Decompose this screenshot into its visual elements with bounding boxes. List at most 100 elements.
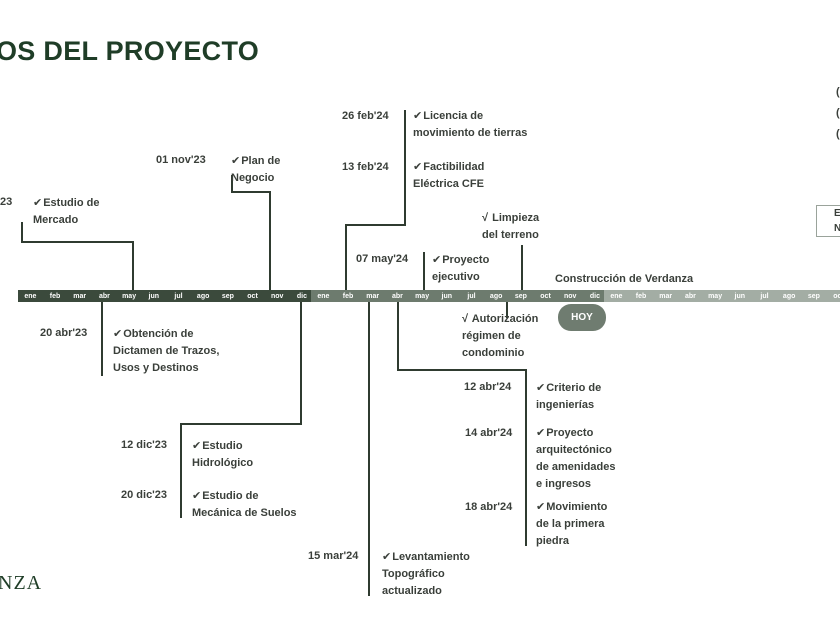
connector-mercado xyxy=(21,222,134,291)
milestone-date: 13 feb'24 xyxy=(342,161,389,173)
milestone-text: Limpieza del terreno xyxy=(482,212,540,241)
milestone-limpieza: √ Limpieza del terreno xyxy=(482,210,539,244)
month-label: jun xyxy=(148,292,160,300)
milestone-topografico: ✔Levantamiento Topográfico actualizado xyxy=(382,549,470,600)
check-icon: ✔ xyxy=(192,440,202,452)
month-label: jun xyxy=(734,292,746,300)
milestone-date: 01 nov'23 xyxy=(156,154,206,166)
month-label: oct xyxy=(540,292,551,300)
milestone-autorizacion: √ Autorización régimen de condominio xyxy=(462,311,538,362)
month-label: abr xyxy=(98,292,110,300)
month-label: may xyxy=(708,292,723,300)
milestone-text: Estudio Hidrológico xyxy=(192,440,254,469)
month-label: ene xyxy=(610,292,623,300)
month-label: abr xyxy=(391,292,403,300)
check-icon: ✔ xyxy=(432,254,442,266)
month-label: mar xyxy=(659,292,673,300)
check-icon: ✔ xyxy=(536,382,546,394)
check-icon: ✔ xyxy=(382,551,392,563)
month-label: mar xyxy=(366,292,380,300)
check-icon: ✔ xyxy=(413,161,423,173)
check-icon: ✔ xyxy=(536,501,546,513)
connector-plan xyxy=(231,175,271,291)
month-label: feb xyxy=(49,292,61,300)
phase-label: Construcción de Verdanza xyxy=(555,273,694,285)
connector-hidrologico xyxy=(180,302,302,518)
check-icon: ✔ xyxy=(113,328,123,340)
connector-licencia xyxy=(345,110,406,291)
milestone-piedra: ✔Movimiento de la primera piedra xyxy=(536,499,607,550)
month-label: nov xyxy=(563,292,577,300)
month-label: ene xyxy=(24,292,37,300)
month-label: oct xyxy=(247,292,258,300)
milestone-date: 14 abr'24 xyxy=(465,427,513,439)
month-label: ago xyxy=(489,292,503,300)
legend-box-line: E xyxy=(834,208,840,219)
milestone-text: Criterio de ingenierías xyxy=(536,382,602,411)
milestone-date: 12 dic'23 xyxy=(121,439,168,451)
check-icon: ✔ xyxy=(231,155,241,167)
cropped-char: ( xyxy=(836,107,840,119)
month-label: dic xyxy=(296,292,307,300)
cropped-char: ( xyxy=(836,128,840,140)
month-label: feb xyxy=(342,292,354,300)
right-cropped-text: ( ( ( xyxy=(836,82,840,145)
milestone-criterio: ✔Criterio de ingenierías xyxy=(536,380,601,414)
milestone-date: 12 abr'24 xyxy=(464,381,512,393)
milestone-dictamen: ✔Obtención de Dictamen de Trazos, Usos y… xyxy=(113,326,219,377)
month-label: ago xyxy=(782,292,796,300)
milestone-date: 26 feb'24 xyxy=(342,110,389,122)
month-label: feb xyxy=(635,292,647,300)
legend-box-cropped: E N xyxy=(816,205,840,237)
timeline-year-2025: ene feb mar abr may jun jul ago sep oct xyxy=(604,290,840,302)
month-label: abr xyxy=(684,292,696,300)
check-icon: ✔ xyxy=(33,197,43,209)
milestone-text: Plan de Negocio xyxy=(231,155,281,184)
month-label: ago xyxy=(196,292,210,300)
month-label: jul xyxy=(467,292,476,300)
milestone-text: Estudio de Mecánica de Suelos xyxy=(192,490,297,519)
check-icon: √ xyxy=(462,313,469,325)
month-label: nov xyxy=(270,292,284,300)
milestone-date: 18 abr'24 xyxy=(465,501,513,513)
milestone-hidrologico: ✔Estudio Hidrológico xyxy=(192,438,253,472)
legend-box-line: N xyxy=(834,223,840,234)
milestone-date: 20 dic'23 xyxy=(121,489,168,501)
month-label: may xyxy=(415,292,430,300)
milestone-text: Levantamiento Topográfico actualizado xyxy=(382,551,470,597)
milestone-text: Autorización régimen de condominio xyxy=(462,313,539,359)
milestone-date: 20 abr'23 xyxy=(40,327,88,339)
milestone-date: 23 xyxy=(0,196,13,208)
month-label: ene xyxy=(317,292,330,300)
month-label: oct xyxy=(833,292,840,300)
milestone-arquitectonico: ✔Proyecto arquitectónico de amenidades e… xyxy=(536,425,615,493)
brand-logo-text: NZA xyxy=(0,572,43,594)
check-icon: ✔ xyxy=(536,427,546,439)
connector-criterio xyxy=(397,302,527,546)
milestone-text: Estudio de Mercado xyxy=(33,197,100,226)
month-label: may xyxy=(122,292,137,300)
milestone-mercado: ✔Estudio de Mercado xyxy=(33,195,99,229)
timeline-year-2023: ene feb mar abr may jun jul ago sep oct … xyxy=(18,290,315,302)
today-badge: HOY xyxy=(558,304,606,331)
timeline-year-2024: ene feb mar abr may jun jul ago sep oct … xyxy=(311,290,608,302)
month-label: sep xyxy=(807,292,820,300)
milestone-plan: ✔Plan de Negocio xyxy=(231,153,280,187)
month-label: sep xyxy=(514,292,527,300)
milestone-text: Movimiento de la primera piedra xyxy=(536,501,608,547)
milestone-licencia: ✔Licencia de movimiento de tierras xyxy=(413,108,527,142)
month-label: mar xyxy=(73,292,87,300)
month-label: jul xyxy=(174,292,183,300)
milestone-suelos: ✔Estudio de Mecánica de Suelos xyxy=(192,488,297,522)
month-label: sep xyxy=(221,292,234,300)
check-icon: ✔ xyxy=(413,110,423,122)
milestone-text: Proyecto arquitectónico de amenidades e … xyxy=(536,427,616,490)
check-icon: ✔ xyxy=(192,490,202,502)
milestone-text: Obtención de Dictamen de Trazos, Usos y … xyxy=(113,328,220,374)
milestone-text: Factibilidad Eléctrica CFE xyxy=(413,161,485,190)
month-label: jun xyxy=(441,292,453,300)
month-label: jul xyxy=(760,292,769,300)
milestone-factibilidad: ✔Factibilidad Eléctrica CFE xyxy=(413,159,484,193)
milestone-text: Proyecto ejecutivo xyxy=(432,254,490,283)
